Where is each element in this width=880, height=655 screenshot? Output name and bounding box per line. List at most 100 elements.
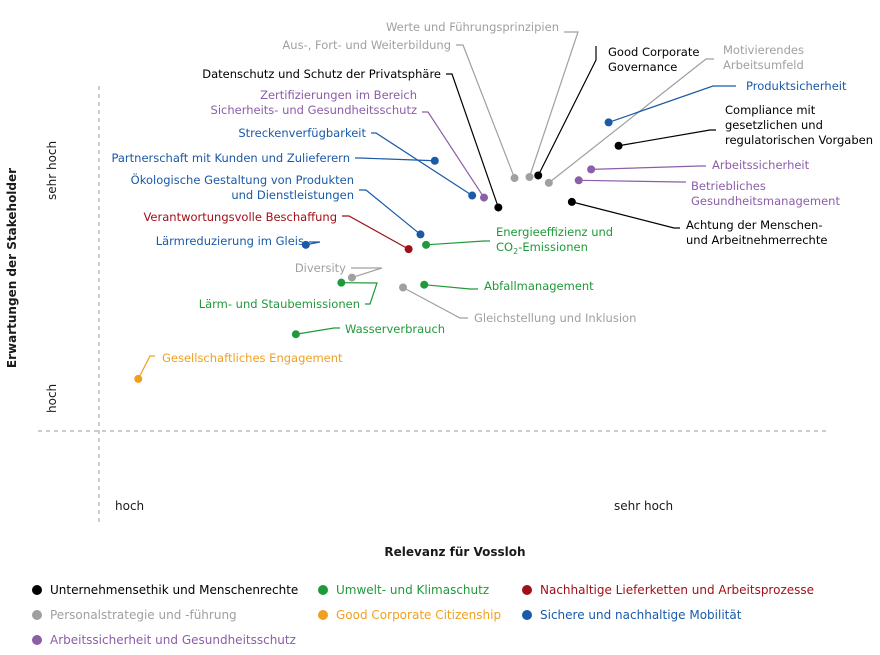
data-point-group: Diversity <box>295 261 383 282</box>
data-point <box>134 374 143 383</box>
x-tick-low: hoch <box>115 499 144 513</box>
data-label-line: Achtung der Menschen- <box>686 218 822 232</box>
data-label: Lärm- und Staubemissionen <box>199 297 360 311</box>
data-point <box>430 156 439 165</box>
leader-line <box>591 165 706 170</box>
data-label-line: und Dienstleistungen <box>231 188 354 202</box>
data-point-group: Werte und Führungsprinzipien <box>386 20 579 181</box>
data-point <box>291 330 300 339</box>
data-label-line: Werte und Führungsprinzipien <box>386 20 559 34</box>
data-label-line: Governance <box>608 60 677 74</box>
x-axis-title: Relevanz für Vossloh <box>384 545 525 559</box>
data-label-line: Arbeitssicherheit <box>712 158 810 172</box>
data-point <box>567 197 576 206</box>
leader-line <box>548 58 714 184</box>
leader-line <box>341 282 378 305</box>
data-point-group: Aus-, Fort- und Weiterbildung <box>282 38 519 183</box>
data-label-line: Streckenverfügbarkeit <box>238 126 366 140</box>
leader-line <box>537 46 597 176</box>
leader-line <box>426 240 490 246</box>
data-point <box>544 178 553 187</box>
data-label: Aus-, Fort- und Weiterbildung <box>282 38 451 52</box>
legend-item: Umwelt- und Klimaschutz <box>318 583 489 597</box>
data-point <box>494 203 503 212</box>
leader-line <box>571 201 680 229</box>
legend-item: Sichere und nachhaltige Mobilität <box>522 608 741 622</box>
data-point-group: Streckenverfügbarkeit <box>238 126 477 200</box>
leader-line <box>402 286 468 319</box>
leader-line <box>355 157 435 162</box>
y-axis-title: Erwartungen der Stakeholder <box>5 168 19 368</box>
legend-item: Personalstrategie und -führung <box>32 608 237 622</box>
data-label-line: Zertifizierungen im Bereich <box>260 88 417 102</box>
data-label-line: Gesellschaftliches Engagement <box>162 351 343 365</box>
data-point-group: Produktsicherheit <box>604 79 847 127</box>
data-point <box>525 173 534 181</box>
data-point-group: Gesellschaftliches Engagement <box>134 351 343 383</box>
leader-line <box>351 267 383 279</box>
data-point-group: Gleichstellung und Inklusion <box>399 283 636 325</box>
legend-label: Umwelt- und Klimaschutz <box>336 583 490 597</box>
legend-label: Sichere und nachhaltige Mobilität <box>540 608 742 622</box>
data-label-line: Gleichstellung und Inklusion <box>474 311 636 325</box>
data-label: Abfallmanagement <box>484 279 594 293</box>
legend-swatch <box>522 610 532 620</box>
data-point-group: Datenschutz und Schutz der Privatsphäre <box>202 67 503 212</box>
data-label-line: Good Corporate <box>608 45 699 59</box>
leader-line <box>446 73 499 208</box>
legend-item: Good Corporate Citizenship <box>318 608 501 622</box>
legend-swatch <box>318 585 328 595</box>
leader-line <box>371 132 473 197</box>
leader-line <box>456 44 516 179</box>
data-point <box>301 240 310 249</box>
data-label: Partnerschaft mit Kunden und Zulieferern <box>111 151 350 165</box>
data-label-line: Arbeitsumfeld <box>723 58 804 72</box>
data-point <box>347 273 356 282</box>
data-label-line: Sicherheits- und Gesundheitsschutz <box>211 103 417 117</box>
data-label: Gesellschaftliches Engagement <box>162 351 343 365</box>
leader-line <box>528 31 579 178</box>
data-label: Gleichstellung und Inklusion <box>474 311 636 325</box>
legend-label: Arbeitssicherheit und Gesundheitsschutz <box>50 633 296 647</box>
data-point <box>468 191 477 200</box>
data-label-line: gesetzlichen und <box>725 118 823 132</box>
legend-label: Nachhaltige Lieferketten und Arbeitsproz… <box>540 583 815 597</box>
data-label: Verantwortungsvolle Beschaffung <box>143 210 337 224</box>
data-point <box>587 165 596 174</box>
data-point <box>422 240 431 249</box>
data-point <box>510 174 519 183</box>
data-label: Datenschutz und Schutz der Privatsphäre <box>202 67 441 81</box>
legend-label: Unternehmensethik und Menschenrechte <box>50 583 299 597</box>
axes: hoch sehr hoch hoch sehr hoch Relevanz f… <box>5 86 828 559</box>
data-label: Achtung der Menschen-und Arbeitnehmerrec… <box>686 218 827 247</box>
data-point <box>480 193 489 202</box>
data-label-line: Datenschutz und Schutz der Privatsphäre <box>202 67 441 81</box>
data-label-line: Partnerschaft mit Kunden und Zulieferern <box>111 151 350 165</box>
data-label-line: und Arbeitnehmerrechte <box>686 233 827 247</box>
data-label-line: Compliance mit <box>725 103 816 117</box>
data-point <box>614 141 623 150</box>
data-point <box>420 280 429 289</box>
leader-line <box>137 355 155 380</box>
data-point-group: Wasserverbrauch <box>291 322 445 339</box>
legend-item: Unternehmensethik und Menschenrechte <box>32 583 298 597</box>
data-point-group: Lärm- und Staubemissionen <box>199 278 378 311</box>
leader-line <box>422 111 485 198</box>
data-label-line: Gesundheitsmanagement <box>691 194 840 208</box>
data-label: Arbeitssicherheit <box>712 158 810 172</box>
data-label: Lärmreduzierung im Gleis <box>156 234 304 248</box>
data-label-line: Lärmreduzierung im Gleis <box>156 234 304 248</box>
